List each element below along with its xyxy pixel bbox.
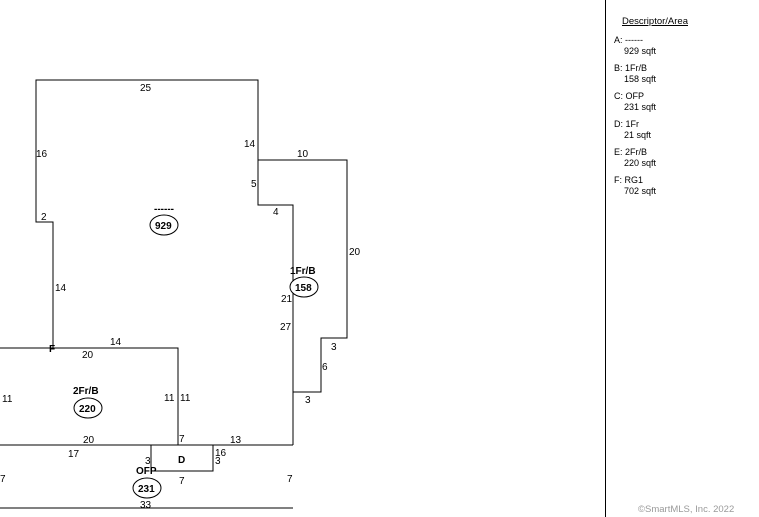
legend-title: Descriptor/Area [622, 16, 688, 27]
legend-item-name: B: 1Fr/B [614, 63, 648, 73]
floor-plan-sketch: 25 16 14 10 5 4 2 14 20 21 27 3 6 3 14 2… [0, 79, 361, 511]
area-c-label: OFP [136, 466, 157, 477]
area-a-label: ------ [154, 204, 174, 215]
area-e-outline [0, 347, 179, 445]
dim-label: 14 [110, 337, 122, 348]
legend-item: B: 1Fr/B 158 sqft [614, 63, 754, 85]
dim-label: 20 [82, 350, 94, 361]
legend-item-area: 158 sqft [624, 74, 657, 84]
legend-item-name: E: 2Fr/B [614, 147, 648, 157]
main-area-outline [35, 79, 294, 445]
dim-label: 7 [179, 476, 185, 487]
legend-item-name: D: 1Fr [614, 119, 640, 129]
area-d-outline [150, 445, 214, 472]
dim-label: 7 [0, 474, 6, 485]
area-a-value: 929 [155, 221, 172, 232]
dim-label: 3 [145, 456, 151, 467]
area-b-label: 1Fr/B [290, 266, 316, 277]
dim-label: 7 [179, 434, 185, 445]
legend-item-area: 702 sqft [624, 186, 657, 196]
area-c-value: 231 [138, 484, 155, 495]
legend-item: E: 2Fr/B 220 sqft [614, 147, 754, 169]
legend-item-area: 929 sqft [624, 46, 657, 56]
dim-label: 33 [140, 500, 152, 511]
dim-label: 16 [36, 149, 48, 160]
dim-label: 11 [180, 393, 191, 404]
dim-label: 7 [287, 474, 293, 485]
area-e-value: 220 [79, 404, 96, 415]
legend-item-name: C: OFP [614, 91, 645, 101]
dim-label: 3 [331, 342, 337, 353]
area-d-label: D [178, 455, 185, 466]
dim-label: 20 [349, 247, 361, 258]
dim-label: 3 [215, 456, 221, 467]
legend-item-area: 231 sqft [624, 102, 657, 112]
descriptor-legend: Descriptor/Area A: ------ 929 sqft B: 1F… [614, 16, 754, 203]
dim-label: 10 [297, 149, 309, 160]
legend-item: C: OFP 231 sqft [614, 91, 754, 113]
dim-label: 3 [305, 395, 311, 406]
dim-label: 27 [280, 322, 292, 333]
legend-item-name: A: ------ [614, 35, 643, 45]
dim-label: 21 [281, 294, 293, 305]
dim-label: 17 [68, 449, 80, 460]
area-e-label: 2Fr/B [73, 386, 99, 397]
dim-label: 4 [273, 207, 279, 218]
legend-item: F: RG1 702 sqft [614, 175, 754, 197]
floor-plan-svg: 25 16 14 10 5 4 2 14 20 21 27 3 6 3 14 2… [0, 79, 361, 511]
dim-label: 14 [55, 283, 67, 294]
legend-item-area: 220 sqft [624, 158, 657, 168]
area-e-oval [73, 397, 103, 419]
dim-label: 5 [251, 179, 257, 190]
area-a-oval [149, 214, 179, 236]
legend-item-area: 21 sqft [624, 130, 652, 140]
area-c-oval [132, 477, 162, 499]
dim-label: 11 [2, 394, 13, 405]
dim-label: 2 [41, 212, 47, 223]
legend-divider [605, 0, 606, 517]
dim-label: 25 [140, 83, 152, 94]
legend-item: D: 1Fr 21 sqft [614, 119, 754, 141]
dim-label: 6 [322, 362, 328, 373]
copyright-notice: ©SmartMLS, Inc. 2022 [638, 504, 735, 515]
dim-label: 13 [230, 435, 242, 446]
dim-label: 16 [215, 448, 227, 459]
dim-label: 20 [83, 435, 95, 446]
area-b-value: 158 [295, 283, 312, 294]
area-f-marker: F [49, 344, 55, 355]
area-b-oval [289, 276, 319, 298]
dim-label: 14 [244, 139, 256, 150]
legend-item-name: F: RG1 [614, 175, 644, 185]
wing-b-outline [258, 159, 348, 393]
dim-label: 11 [164, 393, 175, 404]
legend-item: A: ------ 929 sqft [614, 35, 754, 57]
